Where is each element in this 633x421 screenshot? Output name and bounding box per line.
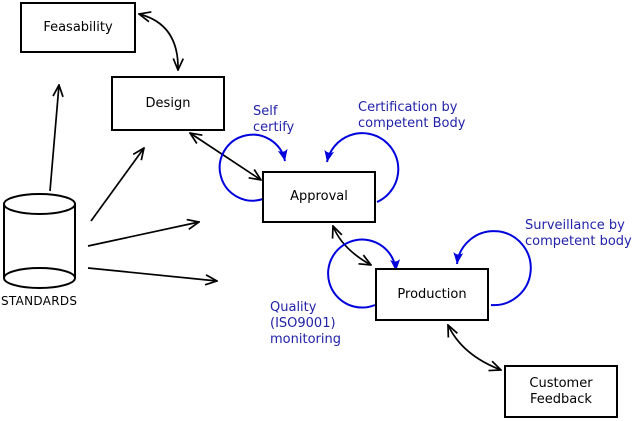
edge-design-approval (190, 133, 261, 180)
edge-standards-design (90, 148, 144, 222)
loop-self-certify (218, 133, 288, 202)
node-label: Production (397, 286, 467, 302)
annotation-line: monitoring (270, 332, 341, 347)
annotation-line: Certification by (358, 100, 458, 115)
annotation-line: Quality (270, 300, 317, 315)
edge-standards-production (87, 267, 217, 281)
annotation-surveillance: Surveillance by competent body (525, 218, 632, 250)
annotation-self-certify: Self certify (253, 104, 294, 136)
node-label-line: Customer (529, 375, 593, 391)
annotation-line: competent body (525, 234, 632, 249)
edge-production-customer-feedback (448, 325, 501, 370)
edge-approval-production (333, 226, 371, 265)
annotation-line: Self (253, 104, 278, 119)
node-label-line: Feedback (530, 391, 592, 407)
node-label: Feasability (43, 19, 113, 35)
node-feasability: Feasability (20, 2, 136, 53)
loop-quality-monitoring (327, 238, 401, 309)
standards-label: STANDARDS (1, 294, 78, 308)
annotation-line: competent Body (358, 116, 466, 131)
annotation-line: (ISO9001) (270, 316, 336, 331)
node-label: Design (145, 95, 191, 111)
edge-standards-feasability (49, 85, 59, 192)
loop-surveillance (453, 230, 532, 307)
node-label: Approval (290, 189, 348, 204)
annotation-line: Surveillance by (525, 218, 625, 233)
node-customer-feedback: Customer Feedback (504, 365, 618, 418)
annotation-certification: Certification by competent Body (358, 100, 465, 132)
loop-certification (324, 132, 400, 203)
edge-feasability-design (139, 14, 178, 70)
node-production: Production (375, 268, 489, 321)
edge-standards-approval (87, 222, 199, 247)
node-approval: Approval (262, 171, 376, 223)
standards-cylinder (3, 193, 76, 289)
annotation-quality-monitoring: Quality (ISO9001) monitoring (270, 300, 341, 348)
annotation-line: certify (253, 120, 295, 135)
node-design: Design (111, 76, 225, 131)
